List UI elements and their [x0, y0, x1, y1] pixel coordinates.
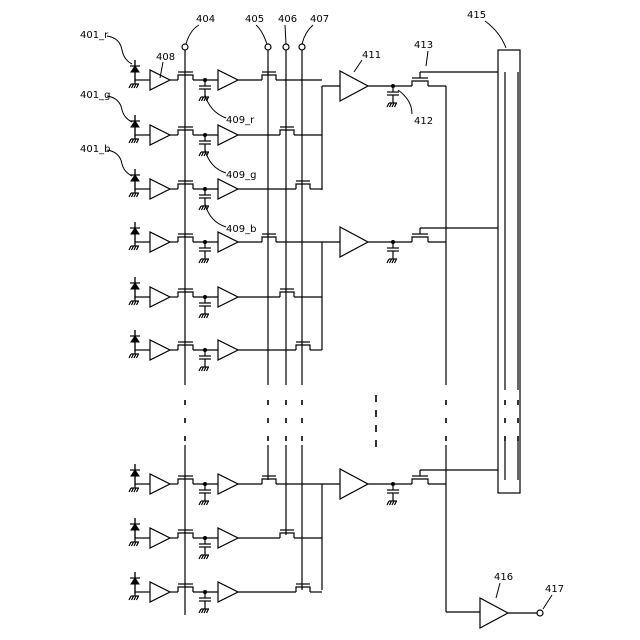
- amplifier-icon: [218, 340, 238, 360]
- switch-transistor-icon: [412, 237, 428, 242]
- ground-icon: [202, 152, 204, 156]
- amplifier-icon: [218, 528, 238, 548]
- ground-icon: [199, 206, 201, 210]
- amplifier-icon: [218, 474, 238, 494]
- photodiode-icon: [131, 524, 139, 530]
- label-409-r: 409_r: [226, 115, 255, 126]
- amplifier-icon: [218, 232, 238, 252]
- ground-icon: [137, 193, 139, 197]
- select-transistor-icon: [296, 184, 310, 189]
- pixel-rows: [129, 60, 498, 613]
- amplifier-icon: [150, 232, 170, 252]
- ground-icon: [387, 103, 389, 107]
- label-417: 417: [545, 584, 564, 595]
- amplifier-icon: [218, 70, 238, 90]
- ground-icon: [129, 488, 131, 492]
- label-412: 412: [414, 116, 433, 127]
- photodiode-icon: [131, 470, 139, 476]
- label-416: 416: [494, 572, 513, 583]
- amplifier-icon: [150, 474, 170, 494]
- label-401-r: 401_r: [80, 30, 109, 41]
- photodiode-icon: [131, 578, 139, 584]
- ground-icon: [199, 367, 201, 371]
- ground-icon: [199, 555, 201, 559]
- ground-icon: [137, 139, 139, 143]
- ground-icon: [387, 259, 389, 263]
- select-transistor-icon: [280, 292, 294, 297]
- ground-icon: [129, 354, 131, 358]
- amplifier-icon: [150, 179, 170, 199]
- amplifier-icon: [150, 125, 170, 145]
- photodiode-icon: [131, 121, 139, 127]
- ground-icon: [134, 139, 136, 143]
- label-411: 411: [362, 50, 381, 61]
- ground-icon: [199, 97, 201, 101]
- ground-icon: [202, 206, 204, 210]
- label-406: 406: [278, 14, 297, 25]
- label-413: 413: [414, 40, 433, 51]
- ground-icon: [134, 193, 136, 197]
- amplifier-icon: [218, 125, 238, 145]
- amplifier-icon: [218, 179, 238, 199]
- select-transistor-icon: [262, 479, 276, 484]
- label-407: 407: [310, 14, 329, 25]
- select-transistor-icon: [280, 533, 294, 538]
- label-408: 408: [156, 52, 175, 63]
- select-transistor-icon: [262, 237, 276, 242]
- amplifier-icon: [150, 70, 170, 90]
- switch-transistor-icon: [412, 479, 428, 484]
- ground-icon: [137, 246, 139, 250]
- switch-transistor-icon: [412, 81, 428, 86]
- photodiode-icon: [131, 66, 139, 72]
- photodiode-icon: [131, 228, 139, 234]
- select-transistor-icon: [296, 587, 310, 592]
- amplifier-icon: [218, 287, 238, 307]
- label-401-b: 401_b: [80, 144, 110, 155]
- ground-icon: [129, 301, 131, 305]
- ground-icon: [199, 314, 201, 318]
- ground-icon: [199, 152, 201, 156]
- label-405: 405: [245, 14, 264, 25]
- amplifier-icon: [150, 287, 170, 307]
- photodiode-icon: [131, 175, 139, 181]
- ground-icon: [132, 139, 134, 143]
- select-transistor-icon: [296, 345, 310, 350]
- column-amplifier-icon: [340, 71, 368, 101]
- amplifier-icon: [150, 528, 170, 548]
- select-transistor-icon: [280, 130, 294, 135]
- ground-icon: [129, 542, 131, 546]
- ground-icon: [199, 259, 201, 263]
- column-amplifier-icon: [340, 227, 368, 257]
- amplifier-icon: [218, 582, 238, 602]
- label-409-g: 409_g: [226, 170, 256, 181]
- ground-icon: [129, 139, 131, 143]
- photodiode-icon: [131, 336, 139, 342]
- ground-icon: [134, 246, 136, 250]
- amplifier-icon: [150, 582, 170, 602]
- photodiode-icon: [131, 283, 139, 289]
- ground-icon: [129, 193, 131, 197]
- ground-icon: [132, 193, 134, 197]
- ground-icon: [199, 501, 201, 505]
- label-404: 404: [196, 14, 215, 25]
- label-401-g: 401_g: [80, 90, 110, 101]
- ground-icon: [129, 596, 131, 600]
- column-amplifier-icon: [340, 469, 368, 499]
- label-409-b: 409_b: [226, 224, 256, 235]
- ground-icon: [199, 609, 201, 613]
- ground-icon: [129, 246, 131, 250]
- select-transistor-icon: [262, 75, 276, 80]
- ground-icon: [129, 84, 131, 88]
- label-415: 415: [467, 10, 486, 21]
- amplifier-icon: [150, 340, 170, 360]
- static-wiring: [182, 44, 543, 628]
- ground-icon: [387, 501, 389, 505]
- ground-icon: [132, 246, 134, 250]
